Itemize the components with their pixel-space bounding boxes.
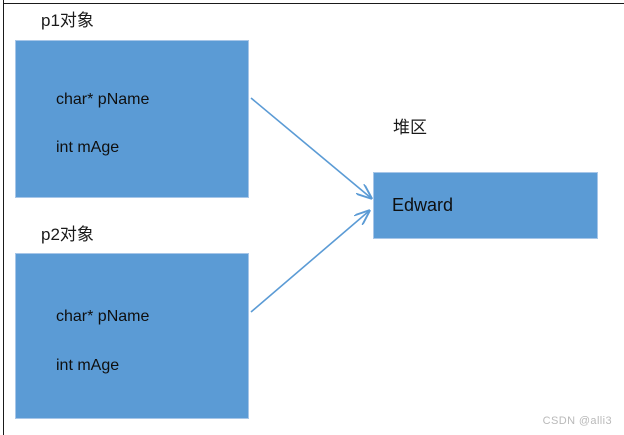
p2-member-pname: char* pName [56, 308, 150, 325]
heap-value-text: Edward [392, 195, 454, 215]
canvas-frame-left-border [3, 0, 4, 435]
heap-value-box [373, 172, 598, 239]
arrow-p2-to-heap [250, 211, 369, 313]
canvas-frame-top-border [3, 3, 624, 4]
p1-member-mage: int mAge [56, 139, 120, 156]
p1-member-pname: char* pName [56, 91, 150, 108]
heap-region-label: 堆区 [393, 118, 427, 137]
csdn-watermark: CSDN @alli3 [542, 415, 612, 427]
p1-object-label: p1对象 [41, 11, 94, 30]
p2-object-label: p2对象 [41, 225, 94, 244]
arrow-p1-to-heap [250, 97, 371, 198]
p2-member-mage: int mAge [56, 357, 120, 374]
p2-object-box [15, 253, 249, 419]
p1-object-box [15, 40, 249, 198]
